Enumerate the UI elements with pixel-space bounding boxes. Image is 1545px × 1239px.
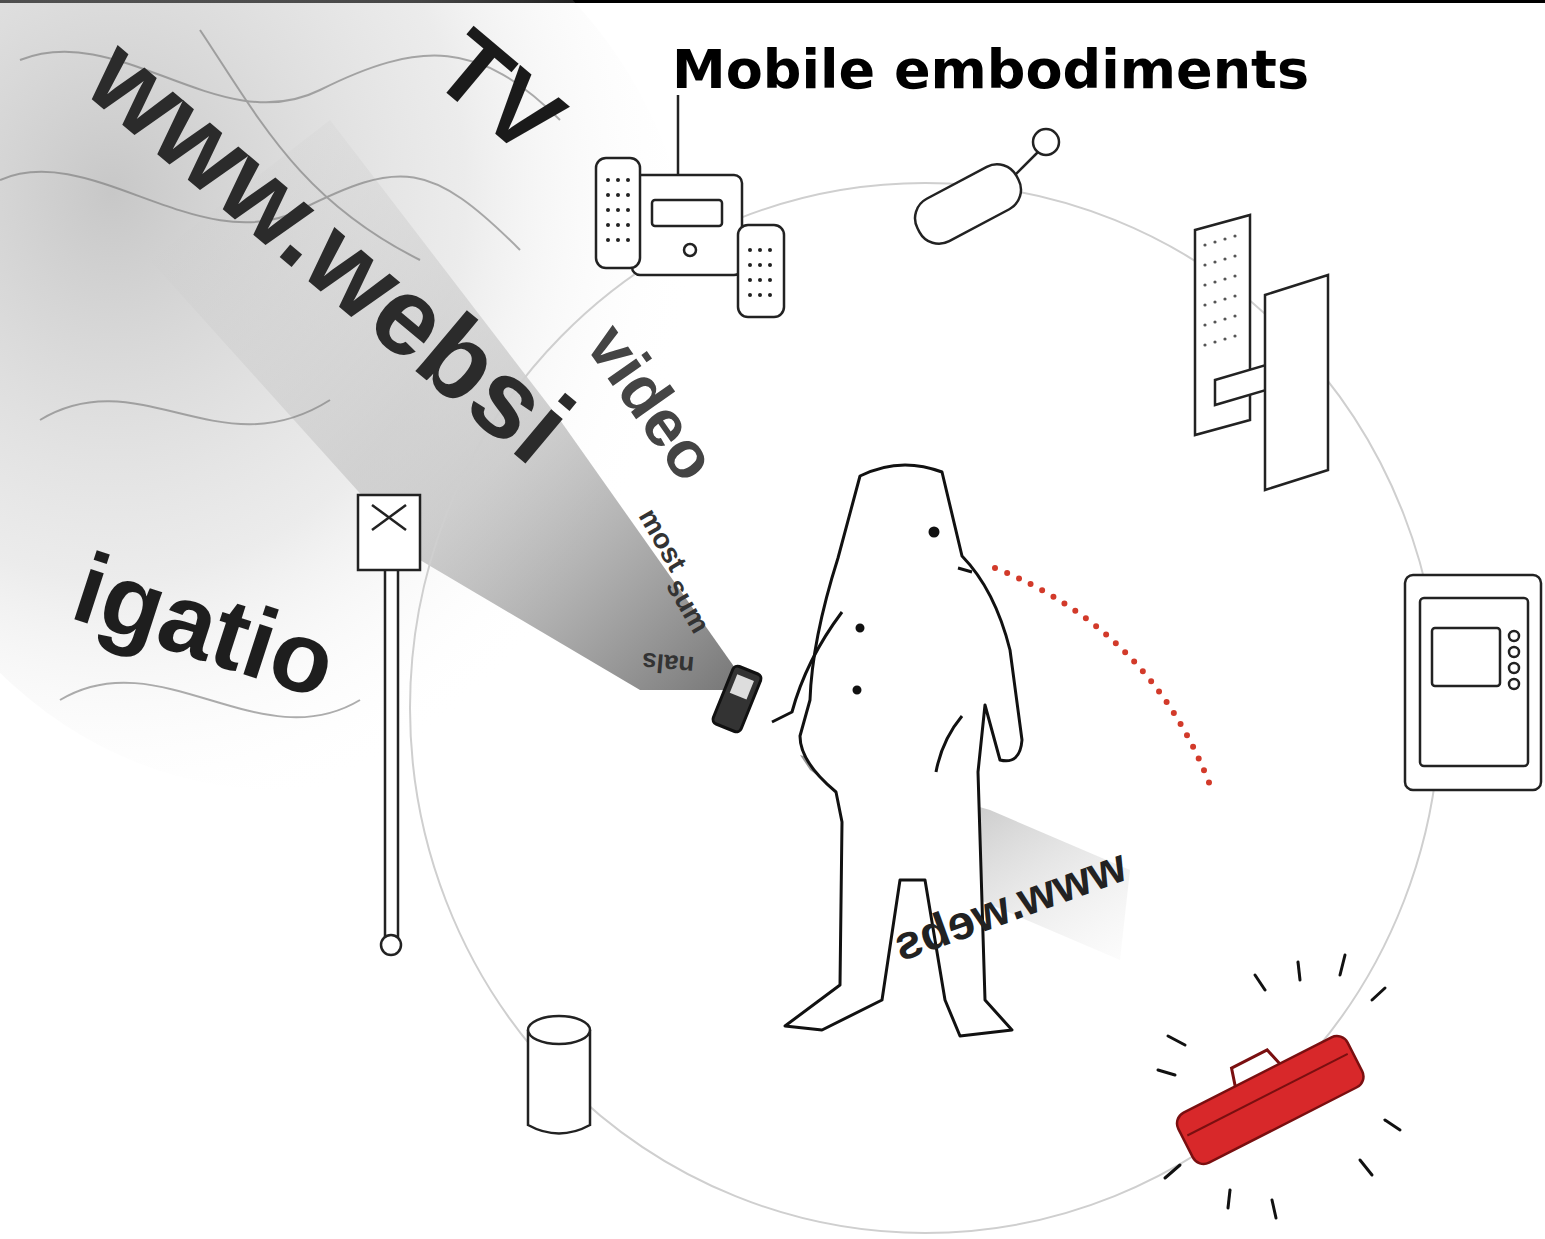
alert-rays bbox=[1158, 955, 1400, 1218]
kiosk-icon bbox=[1405, 575, 1541, 790]
chair-icon bbox=[1195, 215, 1328, 490]
cup-icon bbox=[528, 1016, 590, 1134]
camera-icon bbox=[907, 129, 1059, 251]
signal-arc bbox=[995, 568, 1210, 785]
toolbox-icon bbox=[1158, 955, 1400, 1218]
collage-text: nals bbox=[641, 649, 695, 679]
person-figure bbox=[711, 465, 1022, 1036]
radio-icon bbox=[596, 95, 784, 317]
sign-post-icon bbox=[358, 495, 420, 955]
orbit-circle bbox=[410, 183, 1440, 1233]
diagram-title: Mobile embodiments bbox=[672, 38, 1309, 101]
